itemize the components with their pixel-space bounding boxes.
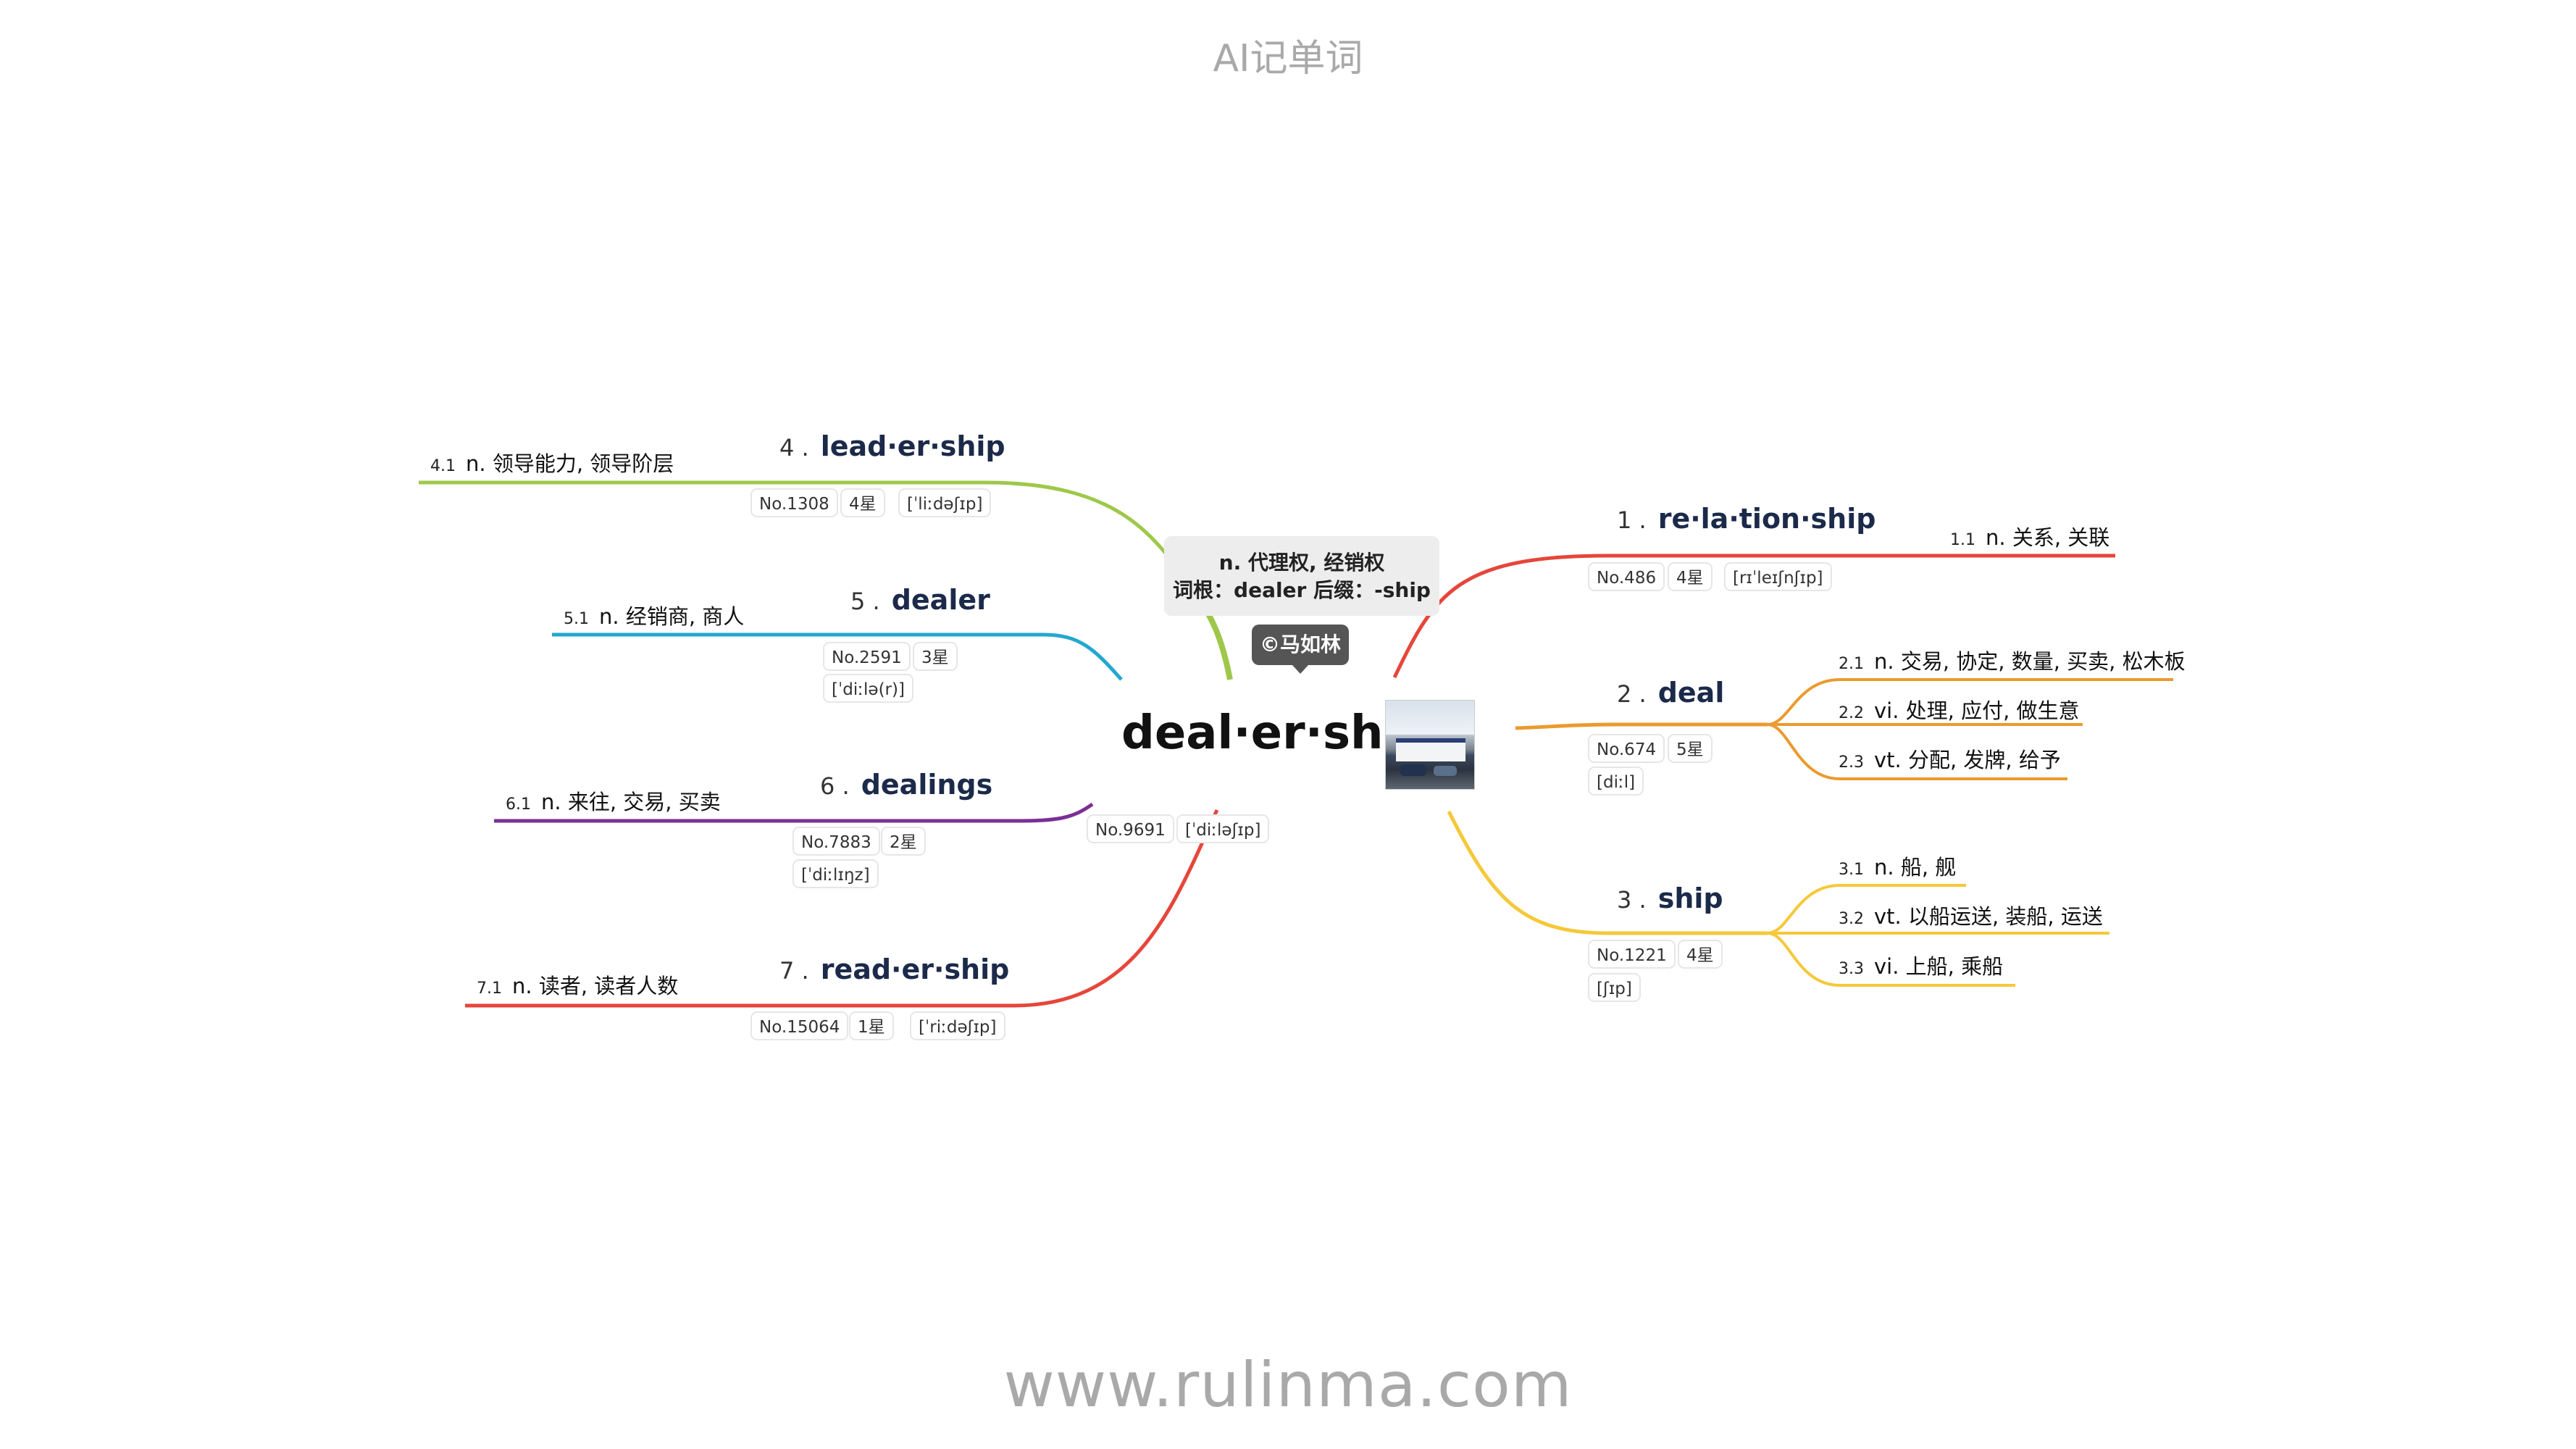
branch-number: 2 . (1617, 680, 1647, 708)
rank-tag: No.1308 (750, 488, 838, 517)
stars-tag: 3星 (913, 642, 958, 671)
branch-word-text: deal (1657, 677, 1725, 709)
copyright-badge: ©马如林 (1252, 625, 1349, 674)
rank-tag: No.2591 (823, 642, 911, 671)
header-title: AI记单词 (1213, 37, 1363, 80)
stars-tag: 2星 (881, 827, 926, 856)
footer-url[interactable]: www.rulinma.com (1003, 1349, 1573, 1421)
photo-building (1396, 738, 1465, 761)
branch-number: 5 . (850, 588, 880, 615)
branch-word-dealer[interactable]: 5 . dealer (850, 584, 990, 616)
center-note: n. 代理权, 经销权 词根：dealer 后缀：-ship (1164, 536, 1439, 616)
phonetic-tag: [ˈriːdəʃɪp] (910, 1011, 1005, 1040)
connector-dealer (552, 632, 1123, 681)
branch-word-text: dealings (861, 769, 993, 801)
branch-word-text: lead·er·ship (820, 430, 1005, 462)
stars-tag: 4星 (1668, 562, 1713, 591)
connector-deal-2-3 (1767, 723, 2067, 780)
branch-word-text: re·la·tion·ship (1657, 503, 1876, 535)
center-rank-tag: No.9691 (1087, 814, 1174, 843)
branch-word-dealings[interactable]: 6 . dealings (820, 769, 992, 801)
phonetic-tag: [diːl] (1588, 767, 1644, 796)
connector-ship-3-1 (1767, 884, 1966, 935)
connector-dealings (494, 802, 1094, 823)
stars-tag: 4星 (840, 488, 885, 517)
branch-number: 1 . (1617, 506, 1647, 534)
phonetic-tag: [ˈliːdəʃɪp] (898, 488, 992, 517)
branch-word-readership[interactable]: 7 . read·er·ship (779, 953, 1009, 985)
connector-ship (1447, 810, 1768, 935)
stars-tag: 1星 (849, 1011, 894, 1040)
connector-ship-3-3 (1767, 932, 2015, 987)
branch-word-text: read·er·ship (820, 953, 1010, 985)
center-word[interactable]: deal·er·ship (1121, 706, 1433, 760)
center-phonetic-tag: [ˈdiːləʃɪp] (1176, 814, 1270, 843)
branch-word-leadership[interactable]: 4 . lead·er·ship (779, 430, 1005, 462)
photo-car (1434, 766, 1457, 776)
connector-deal (1515, 722, 1768, 730)
rank-tag: No.15064 (750, 1011, 849, 1040)
branch-word-ship[interactable]: 3 . ship (1617, 882, 1723, 914)
branch-number: 6 . (820, 772, 850, 800)
branch-number: 3 . (1617, 886, 1647, 914)
phonetic-tag: [ʃɪp] (1588, 973, 1641, 1002)
center-note-line1: n. 代理权, 经销权 (1218, 551, 1385, 575)
branch-number: 7 . (779, 957, 809, 985)
phonetic-tag: [rɪˈleɪʃnʃɪp] (1724, 562, 1832, 591)
branch-number: 4 . (779, 434, 809, 462)
dealership-photo (1385, 700, 1475, 790)
rank-tag: No.486 (1588, 562, 1665, 591)
branch-word-relationship[interactable]: 1 . re·la·tion·ship (1617, 503, 1875, 535)
branch-word-text: ship (1657, 882, 1723, 914)
rank-tag: No.674 (1588, 734, 1665, 763)
phonetic-tag: [ˈdiːlə(r)] (823, 674, 913, 703)
rank-tag: No.1221 (1588, 940, 1676, 969)
center-note-line2: 词根：dealer 后缀：-ship (1173, 578, 1431, 602)
branch-word-deal[interactable]: 2 . deal (1617, 677, 1724, 709)
stars-tag: 5星 (1668, 734, 1713, 763)
rank-tag: No.7883 (793, 827, 880, 856)
connector-readership (465, 809, 1219, 1008)
connector-relationship (1392, 554, 2115, 679)
branch-word-text: dealer (891, 584, 990, 616)
phonetic-tag: [ˈdiːlɪŋz] (793, 859, 879, 888)
photo-car (1400, 764, 1426, 776)
stars-tag: 4星 (1678, 940, 1723, 969)
connector-deal-2-1 (1767, 678, 2173, 726)
